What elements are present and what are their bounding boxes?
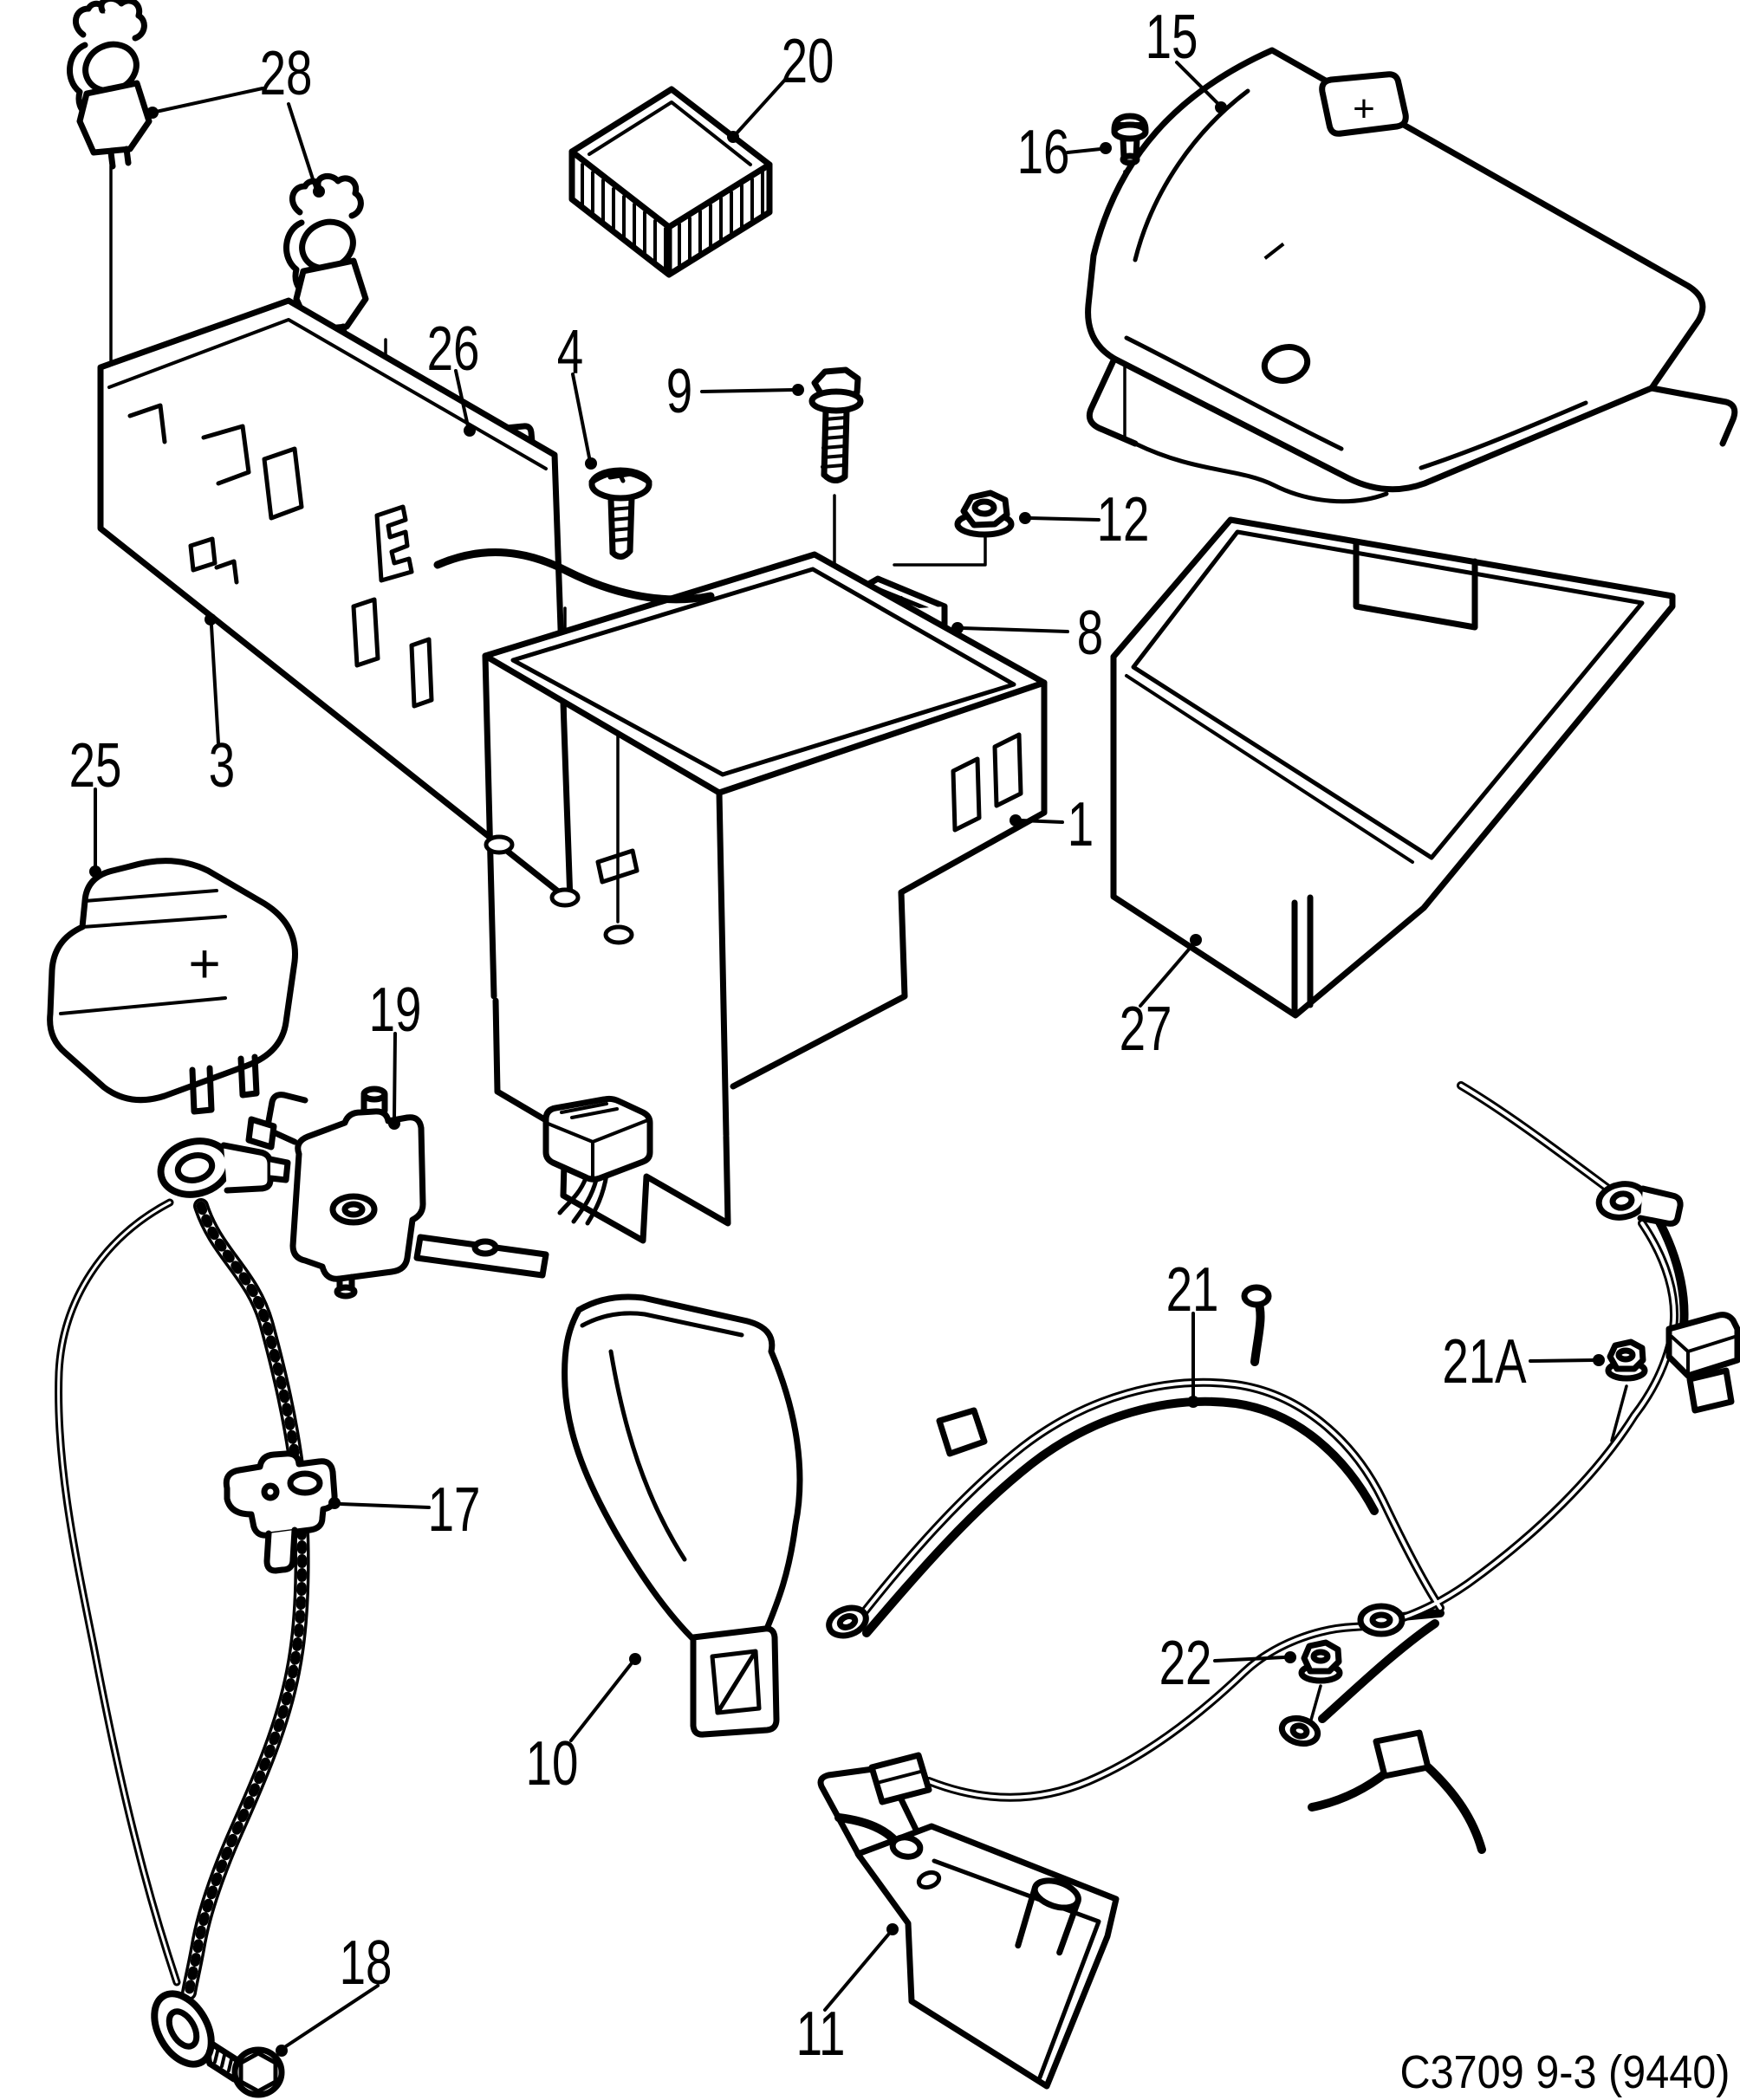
callout-11: 11 xyxy=(795,2000,846,2069)
air-duct-11 xyxy=(817,1764,1120,2090)
callout-8: 8 xyxy=(1076,599,1104,668)
callout-22: 22 xyxy=(1159,1629,1212,1698)
battery-cover-15: + − xyxy=(1085,47,1738,504)
callout-4: 4 xyxy=(556,318,584,387)
terminal-cover-plus-mark: + xyxy=(188,932,220,995)
cable-clamp-17 xyxy=(223,1450,338,1574)
flange-bolt-9 xyxy=(808,366,864,483)
callout-3: 3 xyxy=(208,731,236,800)
flange-nut-21a xyxy=(1605,1338,1648,1382)
callout-26: 26 xyxy=(426,314,480,384)
wiring-harness-21 xyxy=(826,1081,1740,1860)
battery-tray-1 xyxy=(433,548,1048,1244)
callout-18: 18 xyxy=(339,1928,393,1998)
callout-16: 16 xyxy=(1016,118,1070,187)
callout-25: 25 xyxy=(68,731,122,800)
callout-19: 19 xyxy=(368,975,422,1045)
callout-12: 12 xyxy=(1096,485,1150,554)
retaining-panel-3 xyxy=(97,297,574,904)
callout-17: 17 xyxy=(427,1475,481,1545)
battery-cover-plus-mark: + xyxy=(1353,88,1375,130)
air-duct-10 xyxy=(562,1293,803,1738)
control-module-20 xyxy=(568,86,773,278)
ground-cable xyxy=(55,1138,310,2068)
callout-10: 10 xyxy=(525,1729,579,1799)
callout-1: 1 xyxy=(1067,790,1094,859)
callout-21a: 21A xyxy=(1442,1327,1527,1397)
leader-lines xyxy=(94,61,1594,2048)
screw-4 xyxy=(588,467,652,560)
callout-20: 20 xyxy=(781,27,834,96)
callout-28: 28 xyxy=(259,39,313,108)
flange-nut-12 xyxy=(954,489,1015,538)
callout-21: 21 xyxy=(1165,1255,1219,1325)
leader-dots xyxy=(89,101,1605,2057)
terminal-cover-25: + xyxy=(47,858,298,1115)
distribution-unit-19 xyxy=(241,1086,653,1300)
insulation-box-27 xyxy=(1110,516,1676,1019)
ground-bolt-18 xyxy=(205,2041,285,2098)
expansion-rivet-16 xyxy=(1111,113,1149,166)
callout-9: 9 xyxy=(665,357,693,426)
callout-15: 15 xyxy=(1145,3,1198,72)
callout-27: 27 xyxy=(1119,995,1172,1064)
figure-caption: C3709 9-3 (9440) xyxy=(1399,2046,1730,2098)
cable-clip-28-left xyxy=(67,0,153,170)
flange-nut-22 xyxy=(1298,1639,1343,1684)
